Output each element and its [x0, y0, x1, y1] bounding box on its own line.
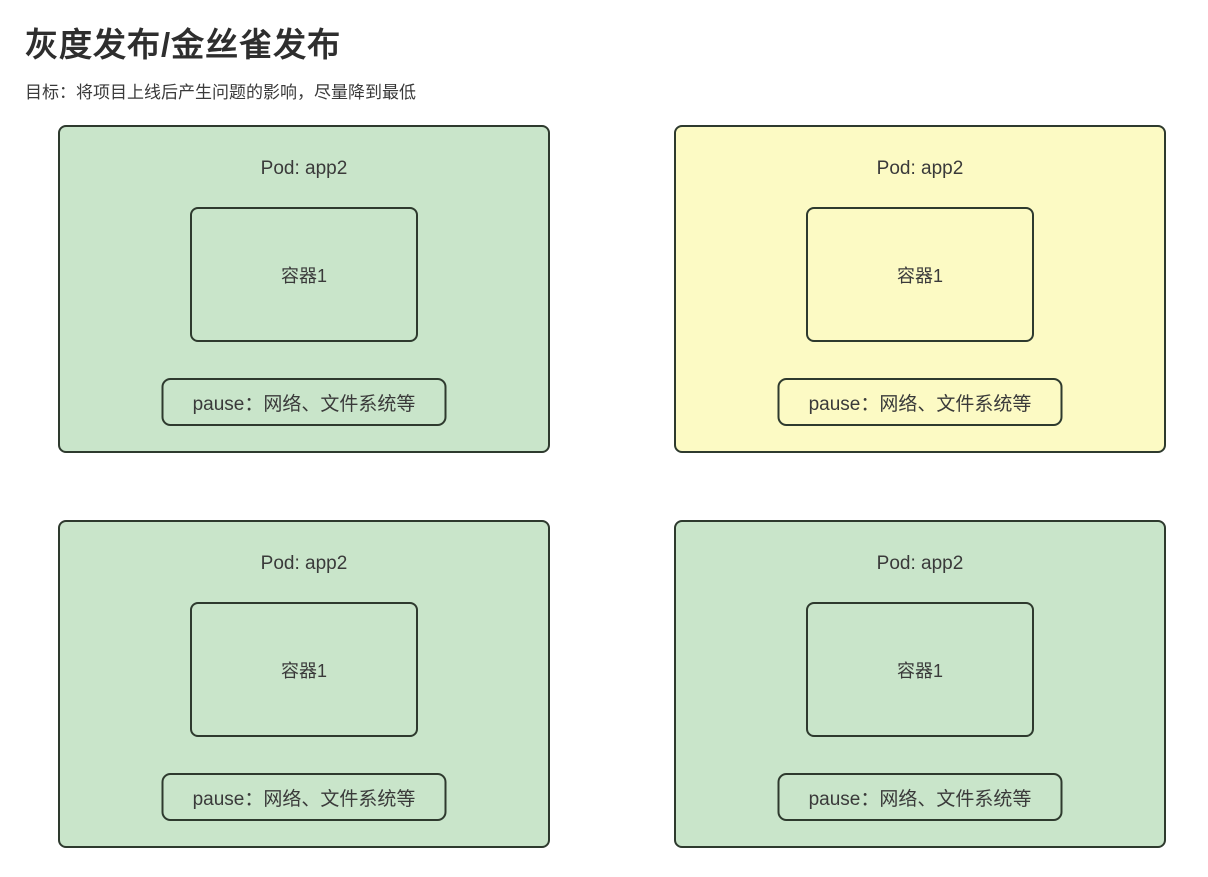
- container-label: 容器1: [280, 265, 327, 286]
- pod-title: Pod: app2: [876, 553, 964, 574]
- container-box: 容器1: [190, 207, 418, 342]
- pod-box-bottom-left: Pod: app2 容器1 pause：网络、文件系统等: [58, 520, 550, 848]
- container-box: 容器1: [806, 602, 1034, 737]
- page-title: 灰度发布/金丝雀发布: [25, 26, 342, 63]
- container-label: 容器1: [896, 265, 943, 286]
- pod-box-top-left: Pod: app2 容器1 pause：网络、文件系统等: [58, 125, 550, 453]
- pause-box: pause：网络、文件系统等: [161, 773, 447, 821]
- pause-label: pause：网络、文件系统等: [192, 393, 416, 415]
- pod-box-top-right: Pod: app2 容器1 pause：网络、文件系统等: [674, 125, 1166, 453]
- pause-label: pause：网络、文件系统等: [808, 393, 1032, 415]
- pause-label: pause：网络、文件系统等: [808, 788, 1032, 810]
- pause-box: pause：网络、文件系统等: [777, 378, 1063, 426]
- pause-box: pause：网络、文件系统等: [777, 773, 1063, 821]
- pause-label: pause：网络、文件系统等: [192, 788, 416, 810]
- container-label: 容器1: [280, 660, 327, 681]
- pod-title: Pod: app2: [260, 553, 348, 574]
- page-subtitle: 目标：将项目上线后产生问题的影响，尽量降到最低: [25, 83, 416, 102]
- container-box: 容器1: [806, 207, 1034, 342]
- pause-box: pause：网络、文件系统等: [161, 378, 447, 426]
- container-box: 容器1: [190, 602, 418, 737]
- pod-title: Pod: app2: [876, 158, 964, 179]
- pod-box-bottom-right: Pod: app2 容器1 pause：网络、文件系统等: [674, 520, 1166, 848]
- pod-title: Pod: app2: [260, 158, 348, 179]
- container-label: 容器1: [896, 660, 943, 681]
